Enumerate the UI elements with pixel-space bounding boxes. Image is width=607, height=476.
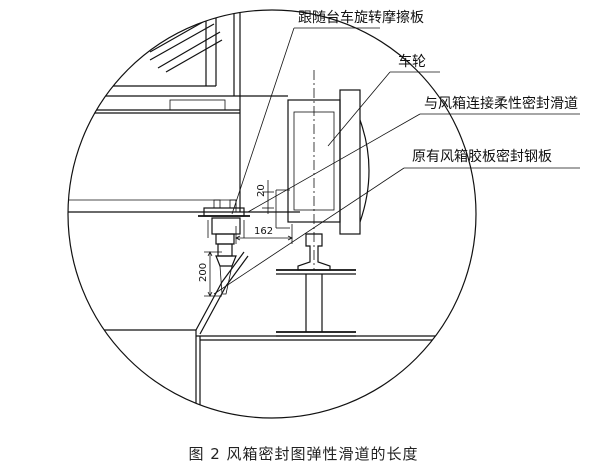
- figure-caption: 图 2 风箱密封图弹性滑道的长度: [188, 445, 419, 463]
- windbox-wall: [70, 251, 476, 418]
- trolley-body: [68, 95, 300, 213]
- label-wheel: 车轮: [398, 53, 426, 70]
- drawing-body: [68, 10, 476, 418]
- seal-slide: [198, 199, 250, 295]
- upper-frame: [70, 10, 241, 96]
- dim-label-162: 162: [254, 226, 273, 237]
- dim-20: [262, 180, 274, 214]
- leader-lines: [213, 27, 580, 295]
- dim-label-200: 200: [198, 263, 209, 282]
- rail-and-beam: [276, 233, 356, 337]
- label-flexible-slide: 与风箱连接柔性密封滑道: [424, 95, 578, 112]
- label-steel-plate: 原有风箱胶板密封钢板: [412, 148, 552, 165]
- dim-200: [204, 251, 222, 297]
- dim-label-20: 20: [256, 184, 267, 197]
- wheel-assembly: [275, 70, 370, 270]
- dim-162: [235, 224, 293, 244]
- detail-circle: [67, 9, 477, 419]
- label-turntable-plate: 跟随台车旋转摩擦板: [298, 9, 424, 26]
